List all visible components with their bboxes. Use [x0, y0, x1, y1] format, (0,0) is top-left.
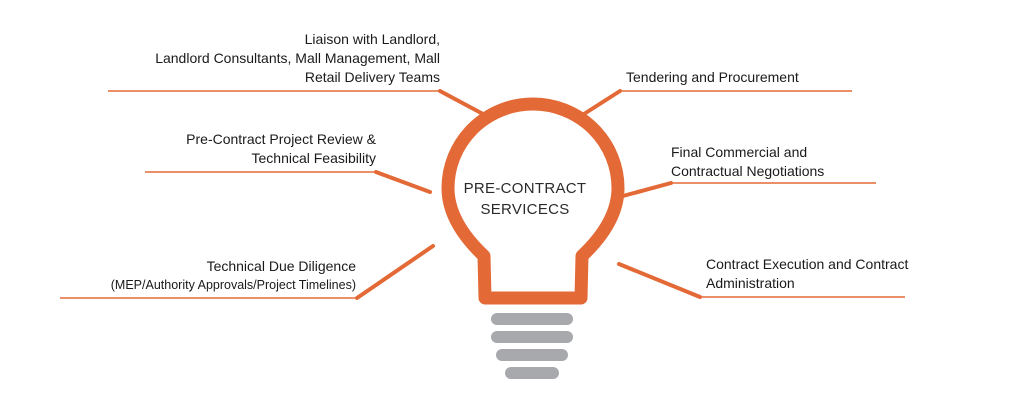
label-negotiations-line-1: Final Commercial and: [671, 144, 808, 160]
label-due-diligence-line-2: (MEP/Authority Approvals/Project Timelin…: [110, 278, 356, 292]
ray-review: [374, 170, 432, 194]
bulb-outline: [441, 97, 625, 305]
ray-tendering: [582, 89, 622, 116]
bulb-base-ring-2: [491, 331, 573, 343]
label-execution-line-2: Administration: [706, 275, 795, 291]
label-tendering: Tendering and Procurement: [626, 68, 799, 87]
label-review-line-1: Pre-Contract Project Review &: [186, 131, 376, 147]
ray-execution: [617, 262, 702, 299]
label-due-diligence: Technical Due Diligence (MEP/Authority A…: [111, 257, 356, 295]
ray-negotiations: [621, 181, 673, 198]
ray-due-diligence: [355, 244, 435, 300]
label-execution: Contract Execution and Contract Administ…: [706, 255, 908, 293]
ray-liaison: [438, 89, 485, 116]
center-title-line-1: PRE-CONTRACT: [463, 180, 587, 197]
bulb-base-tip: [505, 367, 559, 379]
center-title-line-2: SERVICECS: [480, 201, 570, 218]
label-execution-line-1: Contract Execution and Contract: [706, 256, 909, 272]
bulb-base-ring-3: [496, 349, 568, 361]
center-title: PRE-CONTRACT SERVICECS: [440, 178, 610, 220]
bulb-base-ring-1: [491, 313, 573, 325]
label-due-diligence-line-1: Technical Due Diligence: [206, 258, 356, 274]
label-review: Pre-Contract Project Review & Technical …: [186, 130, 376, 168]
label-negotiations: Final Commercial and Contractual Negotia…: [671, 143, 824, 181]
label-liaison-line-2: Landlord Consultants, Mall Management, M…: [155, 50, 440, 66]
label-liaison-line-1: Liaison with Landlord,: [304, 31, 440, 47]
label-liaison: Liaison with Landlord, Landlord Consulta…: [155, 30, 440, 87]
label-negotiations-line-2: Contractual Negotiations: [671, 163, 825, 179]
label-review-line-2: Technical Feasibility: [251, 150, 377, 166]
label-liaison-line-3: Retail Delivery Teams: [304, 69, 440, 85]
label-tendering-line-1: Tendering and Procurement: [626, 69, 799, 85]
